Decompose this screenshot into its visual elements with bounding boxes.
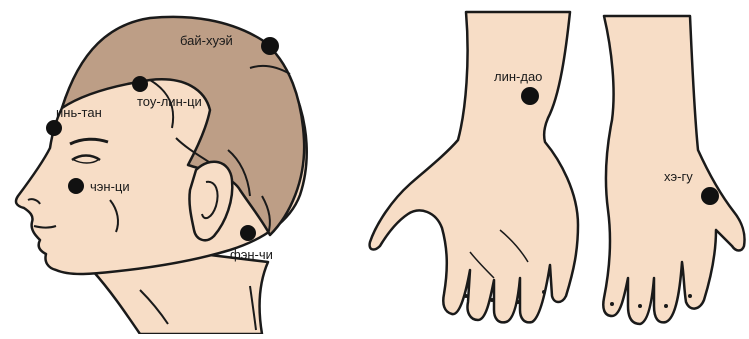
label-fen-chi: фэн-чи	[230, 248, 273, 262]
point-lin-dao-marker	[521, 87, 539, 105]
finger-dot	[542, 290, 546, 294]
point-chen-ci-marker	[68, 178, 84, 194]
left-hand-figure	[370, 12, 578, 322]
finger-dot	[638, 304, 642, 308]
finger-dot	[490, 298, 494, 302]
head-figure	[16, 17, 307, 334]
finger-dot	[516, 300, 520, 304]
point-he-gu-marker	[701, 187, 719, 205]
label-in-tan: инь-тан	[56, 106, 102, 120]
finger-dot	[464, 294, 468, 298]
finger-dot	[664, 304, 668, 308]
finger-dot	[688, 294, 692, 298]
label-bai-huei: бай-хуэй	[180, 34, 233, 48]
finger-dot	[610, 302, 614, 306]
label-chen-ci: чэн-ци	[90, 180, 130, 194]
label-he-gu: хэ-гу	[664, 170, 693, 184]
label-tou-lin-ci: тоу-лин-ци	[137, 95, 202, 109]
point-fen-chi-marker	[240, 225, 256, 241]
point-bai-huei-marker	[261, 37, 279, 55]
point-tou-lin-ci-marker	[132, 76, 148, 92]
label-lin-dao: лин-дао	[494, 70, 542, 84]
left-forearm-and-hand	[370, 12, 578, 322]
point-in-tan-marker	[46, 120, 62, 136]
